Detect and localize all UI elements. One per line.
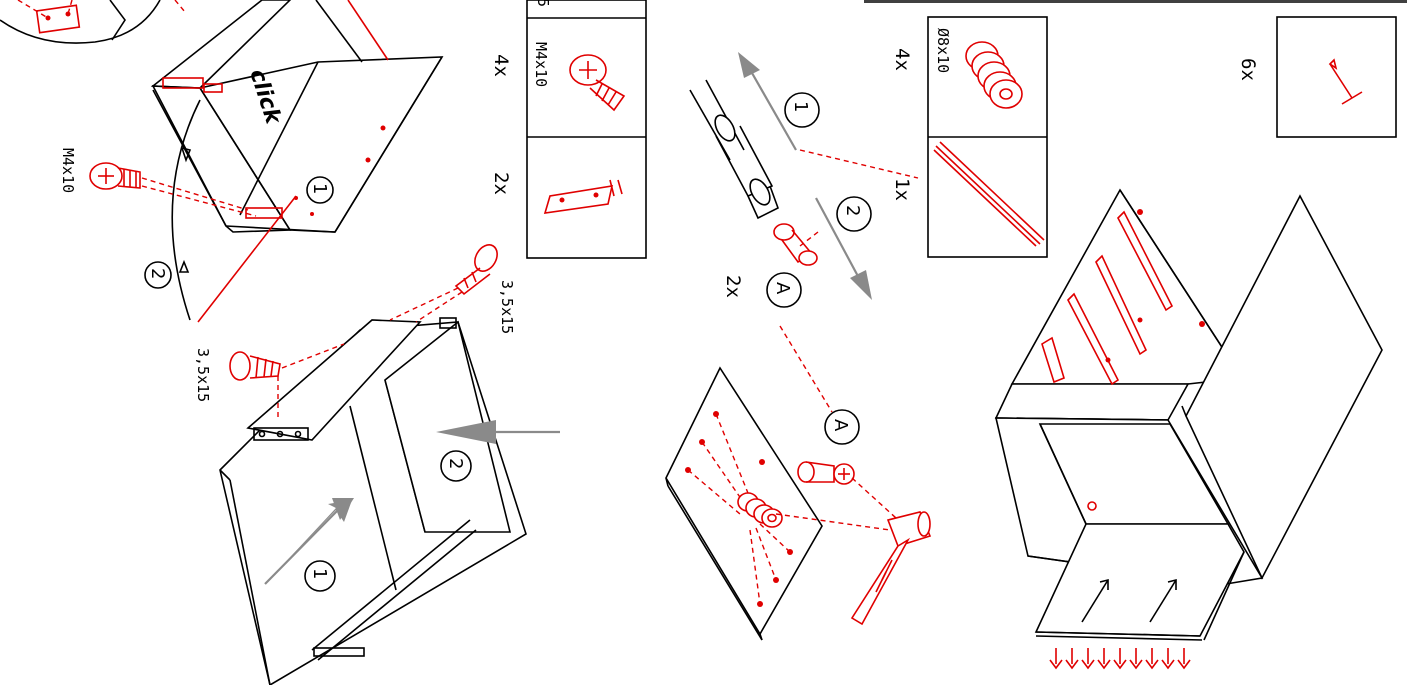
panel-dowel-step: A — [665, 325, 932, 641]
svg-text:5: 5 — [534, 0, 552, 7]
rod-icon — [933, 141, 1045, 247]
svg-text:A: A — [772, 282, 793, 295]
svg-text:2: 2 — [445, 458, 466, 469]
marker-a — [766, 272, 802, 308]
marker-a — [824, 409, 860, 445]
part-qty-label: 2x — [490, 172, 512, 195]
svg-text:1: 1 — [790, 101, 811, 112]
step-2-marker — [836, 196, 872, 232]
svg-text:2: 2 — [147, 268, 168, 279]
part-size-label: M4x10 — [532, 42, 550, 87]
screw-size-label: M4x10 — [59, 148, 77, 193]
part-size-label: Ø8x10 — [934, 28, 952, 73]
svg-text:2: 2 — [842, 205, 863, 216]
part-qty-label: 1x — [891, 178, 913, 201]
step-a-qty-label: 2x — [722, 275, 744, 298]
parts-table-1: 5 M4x10 4x 2x — [490, 0, 647, 259]
step-1-marker — [306, 176, 334, 204]
parts-table-2: Ø8x10 4x 1x — [891, 16, 1048, 258]
step-1-marker — [784, 92, 820, 128]
drawer-assembly: 1 2 3,5x15 3,5x15 — [194, 244, 560, 685]
cabinet-back-panel-step — [994, 188, 1383, 670]
part-qty-label: 4x — [891, 48, 913, 71]
part-qty-label: 6x — [1237, 58, 1259, 81]
svg-text:1: 1 — [309, 183, 330, 194]
dowel-icon — [965, 41, 1023, 109]
step-2-marker — [440, 450, 472, 482]
wood-screw-size-label: 3,5x15 — [498, 280, 516, 334]
wood-screw-size-label: 3,5x15 — [194, 348, 212, 402]
nail-row-icon — [1049, 648, 1191, 670]
machine-screw-icon — [89, 162, 141, 190]
part-qty-label: 4x — [490, 54, 512, 77]
svg-text:1: 1 — [309, 568, 330, 579]
parts-table-3: 6x — [1237, 16, 1397, 138]
svg-text:A: A — [830, 419, 851, 432]
cam-bolt-icon — [773, 223, 818, 266]
machine-screw-icon — [569, 54, 626, 112]
cabinet-click-step: click 1 2 M4x10 — [59, 0, 444, 323]
cam-bolt-icon — [797, 461, 855, 485]
dowel-icon — [737, 492, 783, 528]
step-2-marker — [144, 261, 172, 289]
hinge-rail-icon — [1041, 209, 1205, 386]
hinge-plate-icon — [543, 179, 623, 214]
detail-magnifier — [0, 0, 186, 44]
rod-cam-step: 1 2 A 2x — [689, 52, 919, 308]
hammer-icon — [850, 511, 932, 626]
wood-screw-icon — [454, 244, 498, 296]
step-1-marker — [304, 560, 336, 592]
click-label: click — [244, 66, 285, 128]
wood-screw-icon — [229, 351, 281, 381]
nail-icon — [1328, 58, 1363, 105]
